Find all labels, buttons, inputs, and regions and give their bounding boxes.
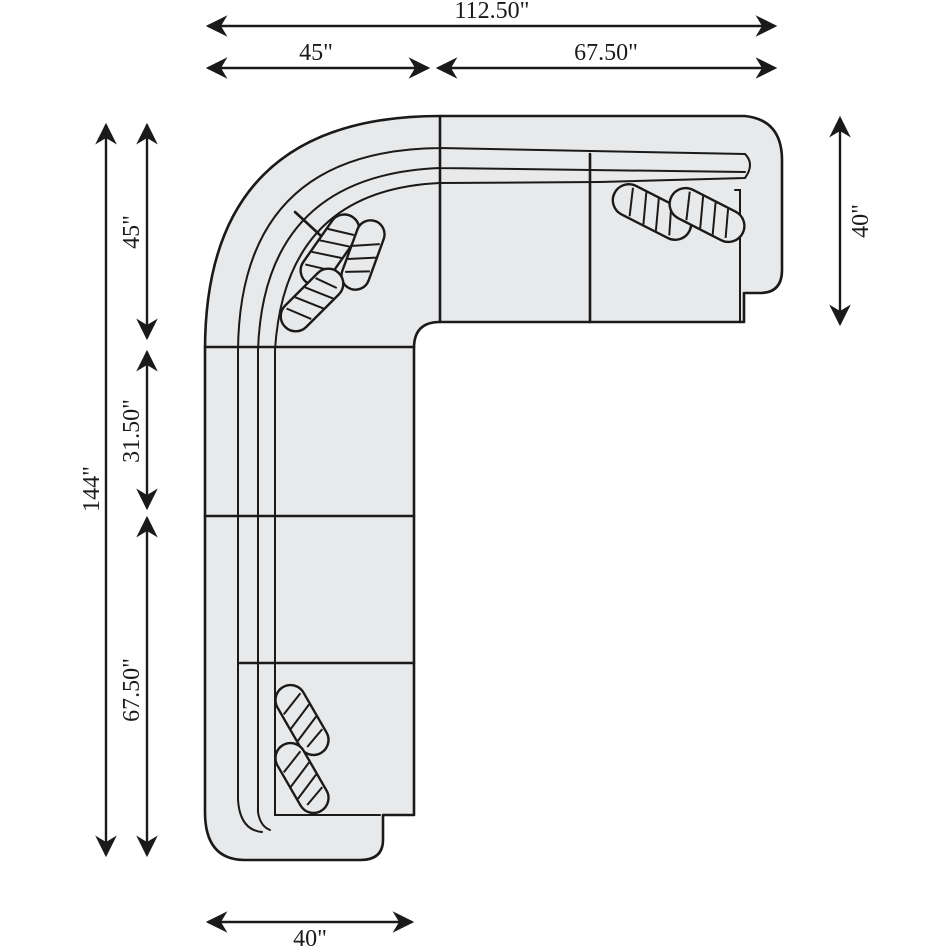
back-rail-outer	[237, 147, 746, 833]
right-back-end	[599, 153, 751, 183]
overall-width-label: 112.50"	[455, 0, 530, 24]
right-width-label: 67.50"	[574, 40, 638, 66]
right-depth-label: 40"	[848, 204, 874, 238]
sofa-body	[203, 114, 784, 862]
pillow	[611, 182, 693, 242]
pillow	[340, 219, 386, 291]
corner-seam	[293, 210, 322, 237]
left-width-label: 45"	[299, 40, 333, 66]
dimension-lines	[95, 15, 851, 933]
back-rail-inner	[257, 167, 746, 831]
left-upper-label: 45"	[119, 215, 145, 249]
pillows	[274, 182, 746, 815]
pillow	[279, 267, 345, 333]
bottom-seat-end	[274, 809, 381, 816]
overall-height-label: 144"	[79, 466, 105, 512]
pillow	[274, 741, 330, 815]
left-lower-label: 67.50"	[119, 658, 145, 722]
bottom-depth-label: 40"	[293, 926, 327, 950]
left-middle-label: 31.50"	[119, 399, 145, 463]
pillow	[274, 683, 330, 757]
sofa-outline	[203, 114, 784, 862]
pillow	[668, 186, 746, 244]
right-seat-end	[734, 189, 741, 323]
dimension-labels: 112.50" 45" 67.50" 40" 144" 45" 31.50" 6…	[79, 0, 874, 950]
